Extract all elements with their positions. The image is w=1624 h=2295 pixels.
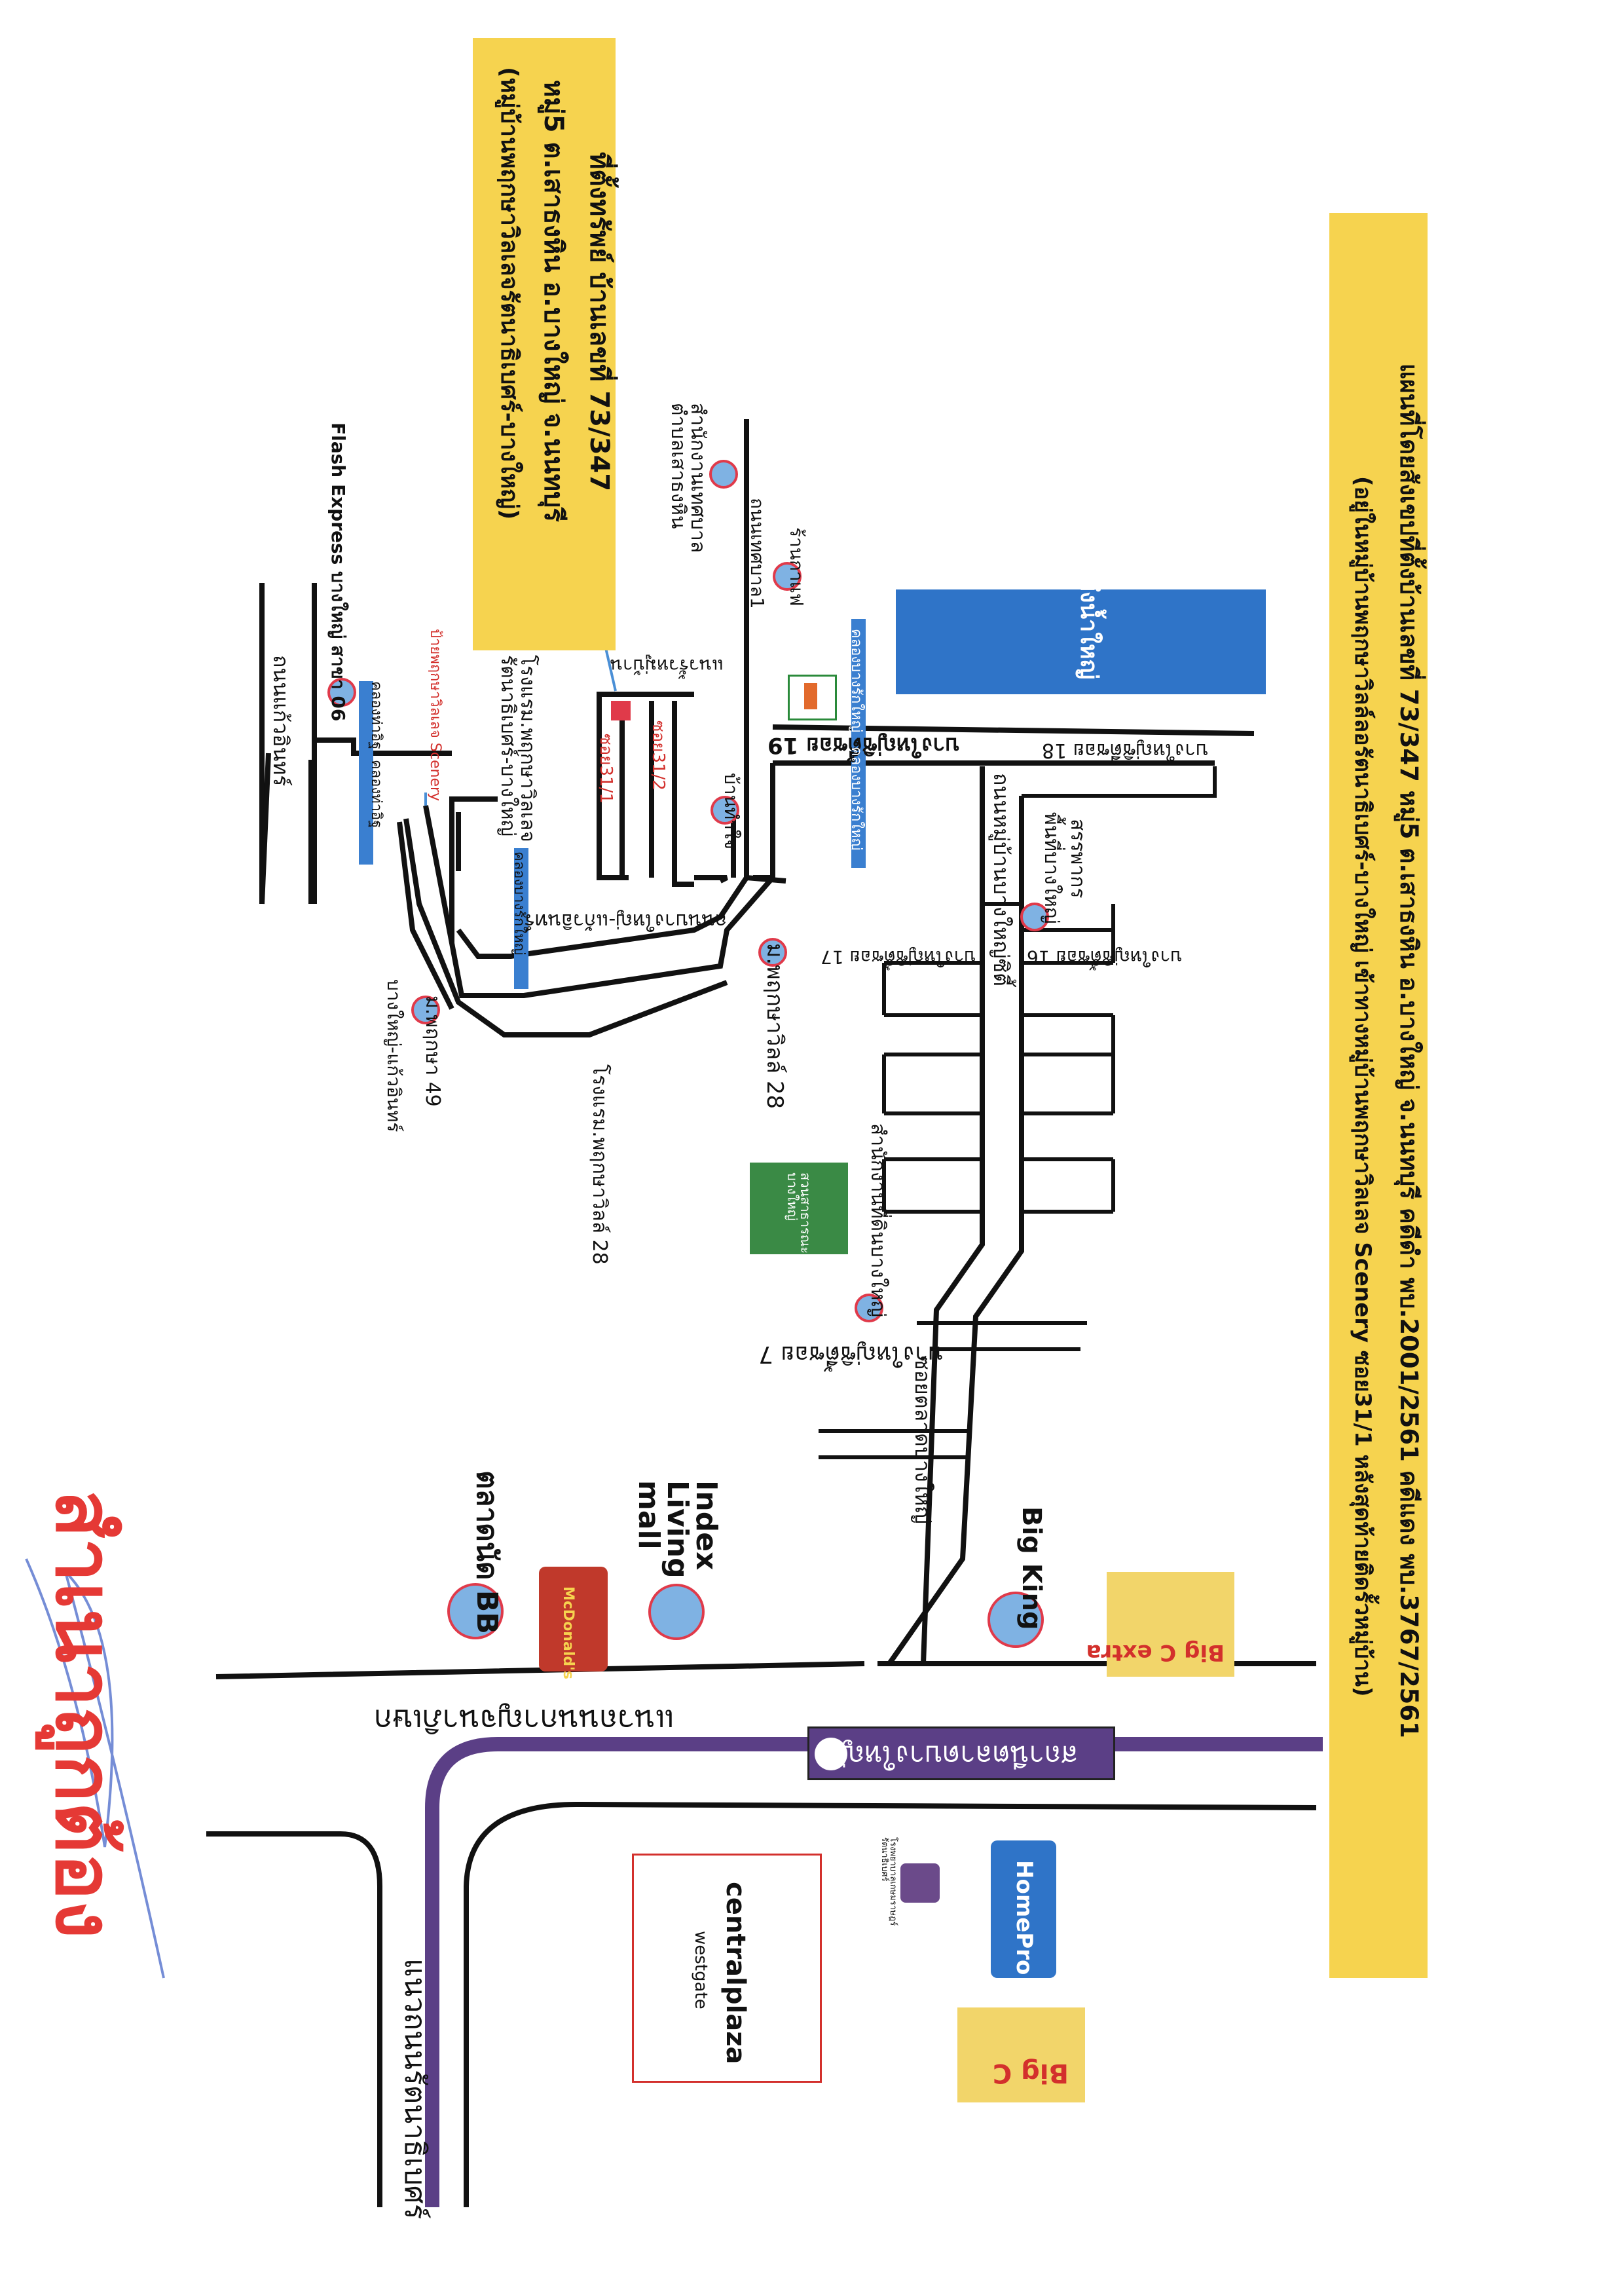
canal-3: [359, 681, 373, 865]
label-klong-3: คลองบางรักใหญ่: [848, 747, 864, 851]
cross-streets: [819, 902, 1115, 1459]
label-bangyai-kaeoin: บางใหญ่-แก้วอินทร์: [383, 979, 405, 1132]
pin-pruksa49: [411, 996, 440, 1024]
pin-school-jai: [710, 796, 739, 825]
title-line-1: แผนที่โดยสังเขปที่ตั้งบ้านเลขที่ 73/347 …: [1395, 364, 1423, 1738]
label-soi16: บางใหญ่ซิตี้ซอย 16: [1026, 946, 1182, 968]
bangyai-city-road-a: [921, 766, 985, 1664]
label-klong-2: คลองบางรักใหญ่: [511, 851, 527, 956]
pin-pruksa28: [758, 938, 787, 967]
label-tambon-office: สำนักงานเทศบาล ตำบลเสาธงหิน: [667, 403, 709, 553]
label-kanchana-road: แนวถนนกาญจนาภิเษก: [374, 1703, 674, 1738]
label-soi-31-1: ซอย31/1: [596, 734, 616, 804]
village-roads: [259, 419, 786, 1037]
label-coffee: ร้านกาแฟ: [786, 527, 807, 606]
label-klong-tha: คลองท่าอิฐ: [368, 681, 384, 750]
bigc-extra-text: Big C extra: [1086, 1639, 1225, 1666]
certified-copy-stamp: สำเนาถูกต้อง: [38, 1490, 129, 1939]
homepro-text: HomePro: [1011, 1860, 1037, 1975]
label-fence: แนวรั้วหมู่บ้าน: [610, 655, 724, 677]
label-klong-tha-2: คลองท่าอิฐ: [368, 760, 384, 829]
lake-label: บึงน้ำใหญ่: [1075, 576, 1102, 680]
label-sanpakorn: สรรพากร: [1066, 819, 1089, 899]
central-text-2: westgate: [691, 1931, 710, 2009]
central-text-1: centralplaza: [720, 1882, 750, 2064]
label-ratanathibet-road: แนวถนนรัตนาธิเบศร์: [398, 1958, 432, 2220]
canal-1: [851, 619, 866, 868]
label-big-king: Big King: [1016, 1506, 1046, 1630]
mcdonalds-logo: McDonald's: [539, 1567, 608, 1679]
ratanathibet-road-west: [206, 1831, 382, 2207]
soi18-road: [1022, 766, 1217, 798]
signature: [25, 1558, 165, 1979]
pin-flash: [327, 678, 356, 707]
address-line-1: ที่ตั้งทรัพย์ บ้านเลขที่ 73/347: [584, 152, 614, 492]
pin-sanpakorn: [1020, 903, 1049, 931]
label-sanpakorn-2: พื้นที่บางใหญ่: [1040, 812, 1063, 924]
address-line-2: หมู่5 ต.เสาธงหิน อ.บางใหญ่ จ.นนทบุรี: [538, 80, 568, 522]
canal-2: [514, 848, 528, 989]
kanchanaphisek-road: [215, 1661, 1316, 1679]
label-soi-talad: ซอยตลาดบางใหญ่: [910, 1356, 935, 1524]
label-bb-market: ตลาดนัด BB: [470, 1470, 504, 1634]
station-label: สถานีตลาดบางใหญ่: [841, 1740, 1078, 1772]
seven-eleven-logo: [788, 675, 837, 720]
label-land-office: สำนักงานที่ดินบางใหญ่: [866, 1123, 889, 1318]
label-pruksa28-pin: ม.พฤกษาวิลล์ 28: [762, 943, 788, 1110]
lake: [896, 589, 1266, 694]
purple-line-rail: [425, 1737, 1323, 2207]
station-sign: สถานีตลาดบางใหญ่: [807, 1726, 1115, 1780]
address-box: [473, 38, 616, 650]
hospital-logo-text: โรงพยาบาลเกษมราษฎร์ รัตนาธิเบศร์: [879, 1837, 898, 1926]
park: [750, 1163, 848, 1254]
bigc-logo: Big C: [957, 2007, 1085, 2102]
label-pruksa49: ม.พฤกษา 49: [421, 996, 444, 1107]
centralplaza-logo: centralplaza westgate: [632, 1854, 822, 2083]
label-soi17: บางใหญ่ซิตี้ซอย 17: [820, 946, 976, 968]
label-bangyai-city-road: ถนนหมู่บ้านบางใหญ่ซิตี้: [989, 773, 1014, 986]
bigc-text: Big C: [992, 2058, 1069, 2088]
pin-index-living: [648, 1584, 705, 1640]
pin-tambon-office: [709, 460, 738, 489]
label-klong-1: คลองบางรักใหญ่: [848, 629, 864, 733]
park-label: สวนสาธารณะ บางใหญ่: [784, 1172, 813, 1254]
pin-land-office: [855, 1294, 883, 1322]
label-flash: Flash Express บางใหญ่ สาขา 06: [327, 422, 349, 722]
mcdonalds-text: McDonald's: [560, 1586, 576, 1679]
label-saithong-road: ถนนเทศบาล1: [747, 498, 768, 609]
title-banner: [1329, 213, 1428, 1978]
label-kaew-road: ถนนบางใหญ่-แก้วอินทร์: [524, 909, 727, 932]
pin-big-king: [987, 1592, 1044, 1648]
bigc-extra-logo: Big C extra: [1086, 1572, 1234, 1677]
label-school-jai: บ้านทำใจ: [720, 773, 742, 849]
bangyai-city-road-b: [887, 796, 1024, 1666]
address-line-3: (หมู่บ้านพฤกษาวิลเลจรัตนาธิเบศร์-บางใหญ่…: [496, 67, 523, 520]
homepro-logo: HomePro: [991, 1840, 1056, 1978]
label-soi-31-2: ซอย31/2: [648, 720, 668, 791]
ratanathibet-road: [464, 1801, 1317, 2207]
label-index-living: Index Living mall: [632, 1480, 723, 1578]
mrt-icon: [815, 1738, 847, 1770]
soi19-road: [753, 763, 775, 880]
title-line-2: (อยู่ในหมู่บ้านพฤกษาวิลล์ลอรัตนาธิเบศร์-…: [1350, 476, 1376, 1697]
hospital-icon: [900, 1863, 940, 1903]
label-pruksa-scenery-sign: ป้ายพฤกษาวิลเลจ Scenery: [427, 629, 443, 802]
label-pruksa-rattana-school: โรงแรม.พฤกษาวิลเลจ รัตนาธิเบศร์-บางใหญ่: [496, 655, 539, 842]
property-marker: [611, 701, 631, 720]
label-kaeoin-road: ถนนแก้วอินทร์: [268, 655, 293, 787]
pin-bb-market: [447, 1583, 504, 1639]
pin-coffee: [773, 562, 802, 591]
label-pruksa28-school: โรงแรม.พฤกษาวิลล์ 28: [588, 1064, 611, 1265]
label-soi18: บางใหญ่ซิตี้ซอย 18: [1041, 739, 1208, 762]
